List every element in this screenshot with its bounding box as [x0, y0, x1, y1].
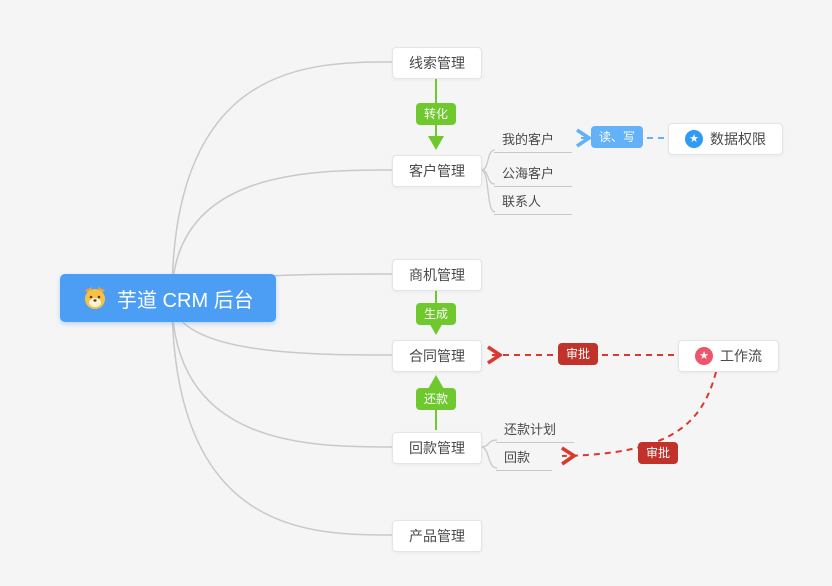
root-node-crm-backend: 芋道 CRM 后台: [60, 274, 276, 322]
node-label: 合同管理: [409, 348, 465, 364]
leaf-contacts: 联系人: [494, 189, 572, 215]
arrow-approve-receivable: [562, 371, 717, 456]
node-customer-management: 客户管理: [392, 155, 482, 187]
child-links: [480, 149, 498, 469]
node-label: 产品管理: [409, 528, 465, 544]
badge-approve-receivable: 审批: [637, 442, 679, 464]
badge-read-write: 读、写: [590, 126, 644, 148]
badge-generate: 生成: [415, 303, 457, 325]
node-label: 商机管理: [409, 267, 465, 283]
link-customer-public: [480, 169, 496, 185]
node-leads-management: 线索管理: [392, 47, 482, 79]
leaf-my-customers: 我的客户: [494, 127, 572, 153]
root-label: 芋道 CRM 后台: [117, 289, 254, 312]
node-data-permission: ★ 数据权限: [668, 123, 783, 155]
badge-repay: 还款: [415, 388, 457, 410]
star-icon: ★: [685, 130, 703, 148]
shiba-dog-icon: [82, 285, 108, 311]
node-label: 客户管理: [409, 163, 465, 179]
link-customer-my: [480, 149, 496, 171]
badge-approve-contract: 审批: [557, 343, 599, 365]
link-root-leads: [171, 61, 393, 299]
link-receivable-receipt: [480, 446, 498, 469]
star-icon: ★: [695, 347, 713, 365]
leaf-receipt: 回款: [496, 445, 552, 471]
node-opportunity-management: 商机管理: [392, 259, 482, 291]
link-root-product: [171, 297, 393, 536]
link-customer-contacts: [480, 169, 496, 213]
leaf-public-customers: 公海客户: [494, 161, 572, 187]
node-contract-management: 合同管理: [392, 340, 482, 372]
link-receivable-plan: [480, 439, 498, 448]
link-root-customer: [171, 169, 393, 299]
link-root-receivable: [171, 297, 393, 448]
node-receivable-management: 回款管理: [392, 432, 482, 464]
node-workflow: ★ 工作流: [678, 340, 779, 372]
node-label: 线索管理: [409, 55, 465, 71]
node-product-management: 产品管理: [392, 520, 482, 552]
leaf-repayment-plan: 还款计划: [496, 417, 574, 443]
node-label: 回款管理: [409, 440, 465, 456]
node-label: 工作流: [720, 348, 762, 364]
node-label: 数据权限: [710, 131, 766, 147]
badge-convert: 转化: [415, 103, 457, 125]
